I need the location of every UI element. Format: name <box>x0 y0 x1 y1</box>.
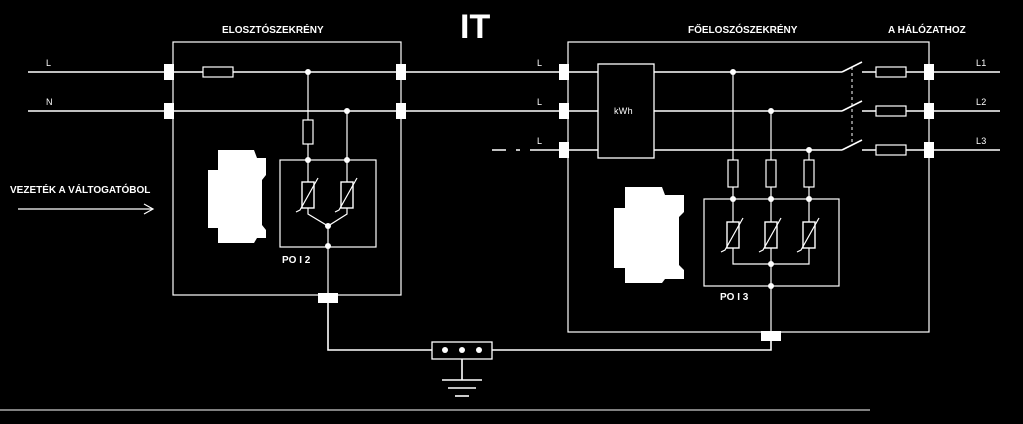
switch-contact <box>841 139 863 151</box>
junction-dot <box>325 243 331 249</box>
left-cabinet-box <box>172 41 402 296</box>
terminal <box>164 64 174 80</box>
ground-bar-screw <box>459 347 465 353</box>
terminal <box>559 103 569 119</box>
fuse-symbol <box>202 66 234 78</box>
terminal <box>761 331 781 341</box>
junction-dot <box>768 196 774 202</box>
terminal <box>396 64 406 80</box>
junction-dot <box>806 196 812 202</box>
spd-device-icon <box>208 150 266 243</box>
junction-dot <box>730 196 736 202</box>
terminal <box>164 103 174 119</box>
right-cabinet-label: FŐELOSZÓSZEKRÉNY <box>688 23 798 36</box>
fuse-symbol <box>302 119 314 145</box>
phase-label-l3: L3 <box>976 136 987 146</box>
terminal <box>924 142 934 158</box>
varistor-slash <box>334 177 358 213</box>
line-label-l-1: L <box>537 58 542 68</box>
varistor-slash <box>796 217 820 253</box>
ground-bar-screw <box>442 347 448 353</box>
ground-wire <box>492 341 772 351</box>
left-cabinet-label: ELOSZTÓSZEKRÉNY <box>222 23 324 36</box>
incoming-arrow-head <box>143 203 155 215</box>
varistor-slash <box>758 217 782 253</box>
earth-ground-icon <box>442 379 482 397</box>
kwh-meter-label: kWh <box>614 106 633 116</box>
varistor-slash <box>295 177 319 213</box>
junction-dot <box>768 261 774 267</box>
fuse-symbol <box>875 144 907 156</box>
terminal <box>924 103 934 119</box>
fuse-symbol <box>875 66 907 78</box>
terminal <box>924 64 934 80</box>
line-label-l: L <box>46 58 51 68</box>
phase-label-l1: L1 <box>976 58 987 68</box>
fuse-symbol <box>803 159 815 188</box>
diagram-title: IT <box>460 8 490 46</box>
network-label: A HÁLÓZATHOZ <box>888 23 966 36</box>
incoming-label: VEZETÉK A VÁLTOGATÓBOL <box>10 183 150 196</box>
terminal <box>318 293 338 303</box>
terminal <box>559 64 569 80</box>
ground-wire <box>327 303 432 351</box>
spd-label-po-i-2: PO I 2 <box>282 255 311 266</box>
kwh-meter <box>597 63 655 159</box>
junction-dot <box>768 283 774 289</box>
junction-dot <box>344 157 350 163</box>
spd-label-po-i-3: PO I 3 <box>720 292 749 303</box>
ground-bar-screw <box>476 347 482 353</box>
terminal <box>396 103 406 119</box>
fuse-symbol <box>875 105 907 117</box>
line-label-l-2: L <box>537 97 542 107</box>
right-cabinet-box <box>567 41 930 333</box>
fuse-symbol <box>727 159 739 188</box>
spd-device-icon <box>614 187 684 283</box>
line-label-n: N <box>46 97 53 107</box>
line-label-l-3: L <box>537 136 542 146</box>
varistor-slash <box>720 217 744 253</box>
phase-label-l2: L2 <box>976 97 987 107</box>
fuse-symbol <box>765 159 777 188</box>
junction-dot <box>305 157 311 163</box>
terminal <box>559 142 569 158</box>
